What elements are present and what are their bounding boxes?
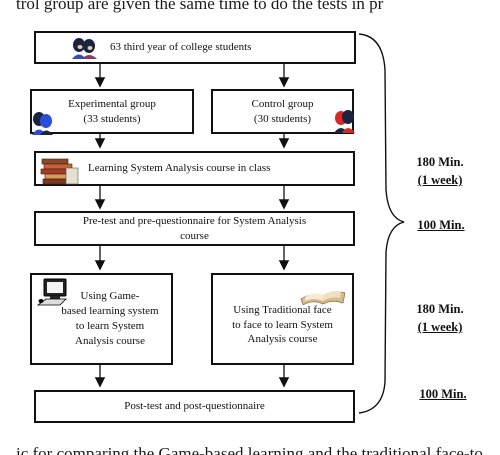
duration-180-second-min: 180 Min. [416, 302, 464, 316]
open-book-icon [300, 291, 346, 305]
game-based-label: Using Game- based learning system to lea… [61, 290, 159, 347]
people-red-icon [334, 110, 355, 133]
duration-180-second: 180 Min. (1 week) [405, 300, 475, 336]
students-label: 63 third year of college students [110, 41, 252, 54]
experimental-group-label: Experimental group (33 students) [68, 97, 156, 125]
footer-text-fragment: ic for comparing the Game-based learning… [16, 445, 483, 455]
control-group-label: Control group (30 students) [251, 97, 314, 125]
traditional-label: Using Traditional face to face to learn … [232, 303, 333, 346]
duration-180-second-week: (1 week) [417, 320, 463, 335]
duration-100-second: 100 Min. [419, 387, 467, 401]
computer-icon [36, 278, 67, 306]
pretest-box: Pre-test and pre-questionnaire for Syste… [34, 211, 355, 246]
students-box: 63 third year of college students [34, 31, 356, 64]
course-box: Learning System Analysis course in class [34, 151, 355, 186]
header-text-fragment: trol group are given the same time to do… [16, 0, 384, 13]
game-based-box: Using Game- based learning system to lea… [30, 273, 173, 365]
duration-100-first: 100 Min. [417, 218, 465, 232]
right-brace [358, 33, 405, 414]
posttest-label: Post-test and post-questionnaire [124, 400, 265, 413]
duration-180-first: 180 Min. (1 week) [405, 153, 475, 189]
people-blue-icon [32, 112, 53, 135]
control-group-box: Control group (30 students) [211, 89, 355, 134]
duration-180-first-week: (1 week) [417, 173, 463, 188]
experimental-group-box: Experimental group (33 students) [30, 89, 194, 135]
pretest-label: Pre-test and pre-questionnaire for Syste… [82, 214, 307, 242]
course-label: Learning System Analysis course in class [88, 162, 271, 175]
duration-180-first-min: 180 Min. [416, 155, 464, 169]
traditional-box: Using Traditional face to face to learn … [211, 273, 354, 365]
books-icon [40, 158, 79, 185]
posttest-box: Post-test and post-questionnaire [34, 390, 355, 423]
people-icon [72, 38, 97, 59]
